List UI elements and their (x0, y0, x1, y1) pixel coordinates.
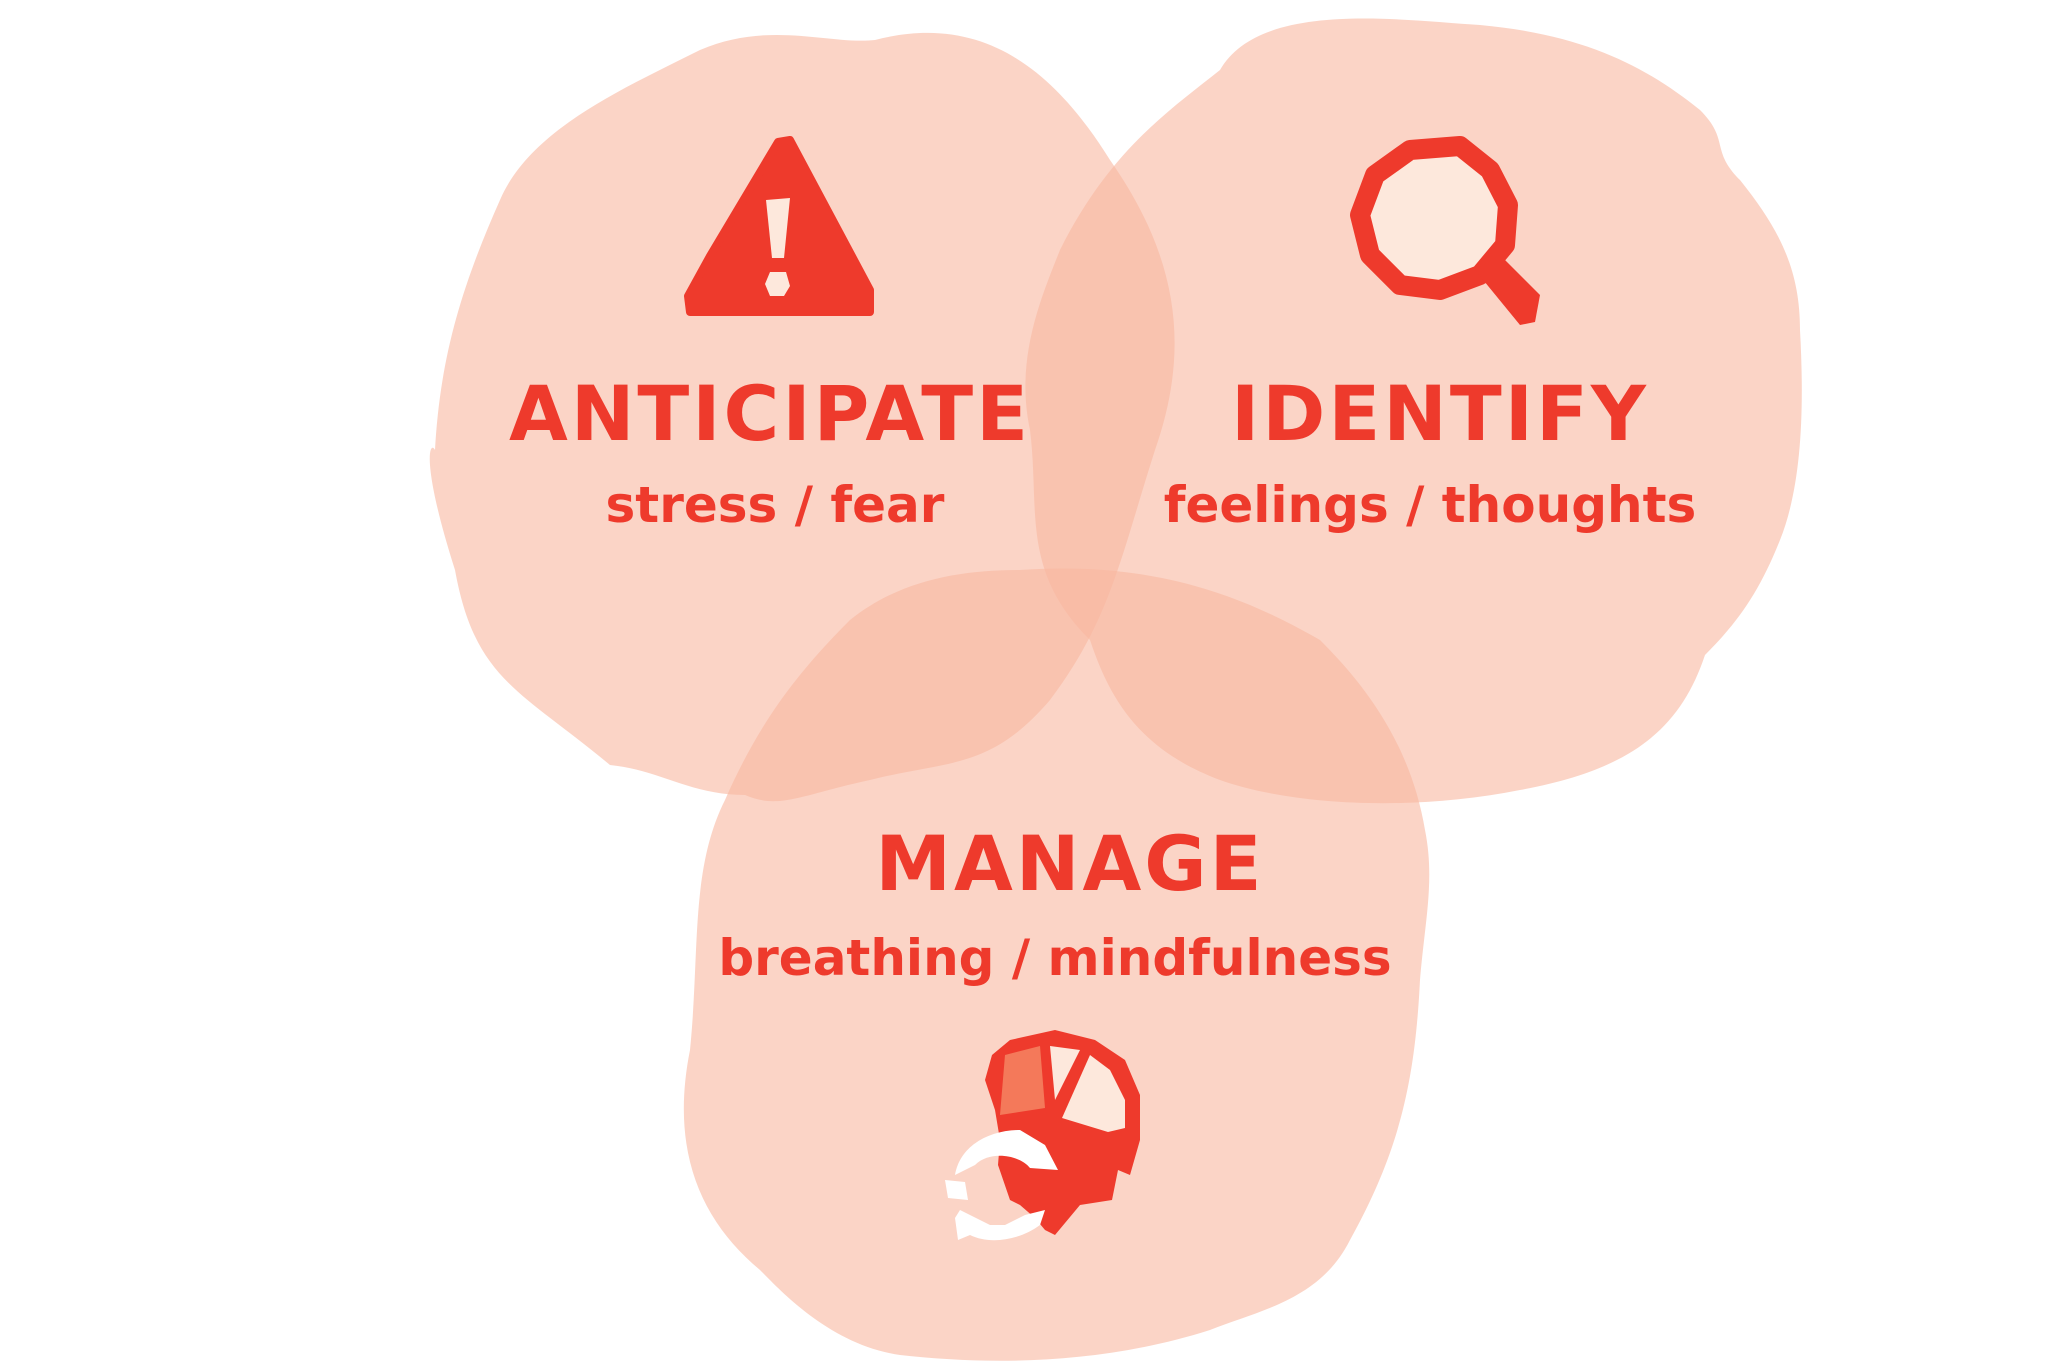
identify-subtitle: feelings / thoughts (1164, 476, 1697, 534)
anticipate-labels: ANTICIPATE stress / fear (509, 369, 1031, 534)
warning-triangle-icon (684, 136, 874, 316)
head-breathing-icon (945, 1030, 1140, 1241)
anticipate-subtitle: stress / fear (606, 476, 945, 534)
anticipate-title: ANTICIPATE (509, 369, 1031, 458)
blobs (429, 18, 1802, 1361)
manage-title: MANAGE (875, 819, 1264, 908)
manage-subtitle: breathing / mindfulness (718, 929, 1391, 987)
manage-blob (683, 568, 1430, 1361)
identify-title: IDENTIFY (1231, 369, 1649, 458)
identify-labels: IDENTIFY feelings / thoughts (1164, 369, 1697, 534)
manage-labels: MANAGE breathing / mindfulness (718, 819, 1391, 987)
magnifying-glass-icon (1350, 136, 1540, 325)
